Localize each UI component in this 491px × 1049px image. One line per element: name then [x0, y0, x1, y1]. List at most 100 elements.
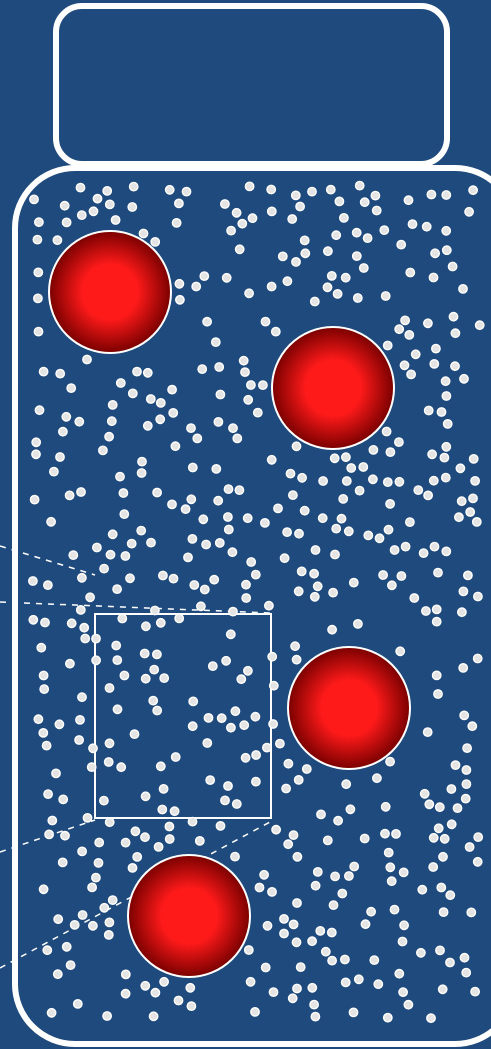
- particle: [462, 766, 470, 774]
- particle: [324, 836, 332, 844]
- particle: [242, 594, 250, 602]
- particle: [297, 963, 305, 971]
- particle: [382, 292, 390, 300]
- particle: [386, 448, 394, 456]
- particle: [399, 988, 407, 996]
- particle: [227, 630, 235, 638]
- particle: [386, 863, 394, 871]
- particle: [430, 834, 438, 842]
- particle: [113, 585, 121, 593]
- particle: [61, 832, 69, 840]
- particle: [121, 552, 129, 560]
- particle: [350, 862, 358, 870]
- particle: [229, 607, 237, 615]
- particle: [188, 817, 196, 825]
- particle: [388, 877, 396, 885]
- particle: [77, 606, 85, 614]
- particle: [244, 514, 252, 522]
- particle: [227, 724, 235, 732]
- particle: [341, 955, 349, 963]
- particle: [88, 763, 96, 771]
- particle: [168, 385, 176, 393]
- particle: [227, 226, 235, 234]
- particle: [429, 273, 437, 281]
- particle: [254, 408, 262, 416]
- particle: [289, 994, 297, 1002]
- particle: [462, 794, 470, 802]
- particle: [448, 820, 456, 828]
- particle: [464, 571, 472, 579]
- particle: [459, 285, 467, 293]
- particle: [159, 571, 167, 579]
- particle: [170, 807, 178, 815]
- particle: [32, 450, 40, 458]
- particle: [224, 513, 232, 521]
- particle: [248, 214, 256, 222]
- particle: [414, 486, 422, 494]
- particle: [471, 477, 479, 485]
- particle: [224, 485, 232, 493]
- particle: [67, 384, 75, 392]
- particle: [92, 873, 100, 881]
- particle: [331, 550, 339, 558]
- particle: [88, 883, 96, 891]
- particle: [384, 526, 392, 534]
- particle: [150, 665, 158, 673]
- particle: [311, 1012, 319, 1020]
- particle: [189, 697, 197, 705]
- particle: [39, 729, 47, 737]
- particle: [147, 538, 155, 546]
- particle: [382, 803, 390, 811]
- particle: [166, 186, 174, 194]
- particle: [221, 200, 229, 208]
- particle: [337, 515, 345, 523]
- particle: [466, 508, 474, 516]
- particle: [172, 219, 180, 227]
- particle: [347, 464, 355, 472]
- particle: [292, 258, 300, 266]
- particle: [109, 530, 117, 538]
- particle: [353, 252, 361, 260]
- particle: [332, 524, 340, 532]
- particle: [474, 654, 482, 662]
- particle: [157, 619, 165, 627]
- particle: [424, 728, 432, 736]
- particle: [236, 245, 244, 253]
- particle: [75, 736, 83, 744]
- particle: [319, 477, 327, 485]
- particle: [406, 518, 414, 526]
- particle: [251, 1008, 259, 1016]
- particle: [41, 618, 49, 626]
- particle: [53, 236, 61, 244]
- particle: [363, 234, 371, 242]
- particle: [186, 984, 194, 992]
- particle: [430, 542, 438, 550]
- particle: [274, 504, 282, 512]
- particle: [444, 420, 452, 428]
- particle: [176, 296, 184, 304]
- particle: [328, 272, 336, 280]
- particle: [442, 547, 450, 555]
- particle: [292, 938, 300, 946]
- particle: [175, 199, 183, 207]
- particle: [95, 838, 103, 846]
- particle: [282, 784, 290, 792]
- particle: [310, 1000, 318, 1008]
- particle: [35, 218, 43, 226]
- particle: [233, 434, 241, 442]
- particle: [117, 379, 125, 387]
- particle: [103, 187, 111, 195]
- particle: [54, 915, 62, 923]
- particle: [225, 525, 233, 533]
- particle: [172, 753, 180, 761]
- particle: [189, 463, 197, 471]
- particle: [284, 760, 292, 768]
- particle: [121, 838, 129, 846]
- particle: [354, 620, 362, 628]
- particle: [359, 463, 367, 471]
- particle: [369, 475, 377, 483]
- particle: [203, 318, 211, 326]
- particle: [244, 396, 252, 404]
- particle: [332, 231, 340, 239]
